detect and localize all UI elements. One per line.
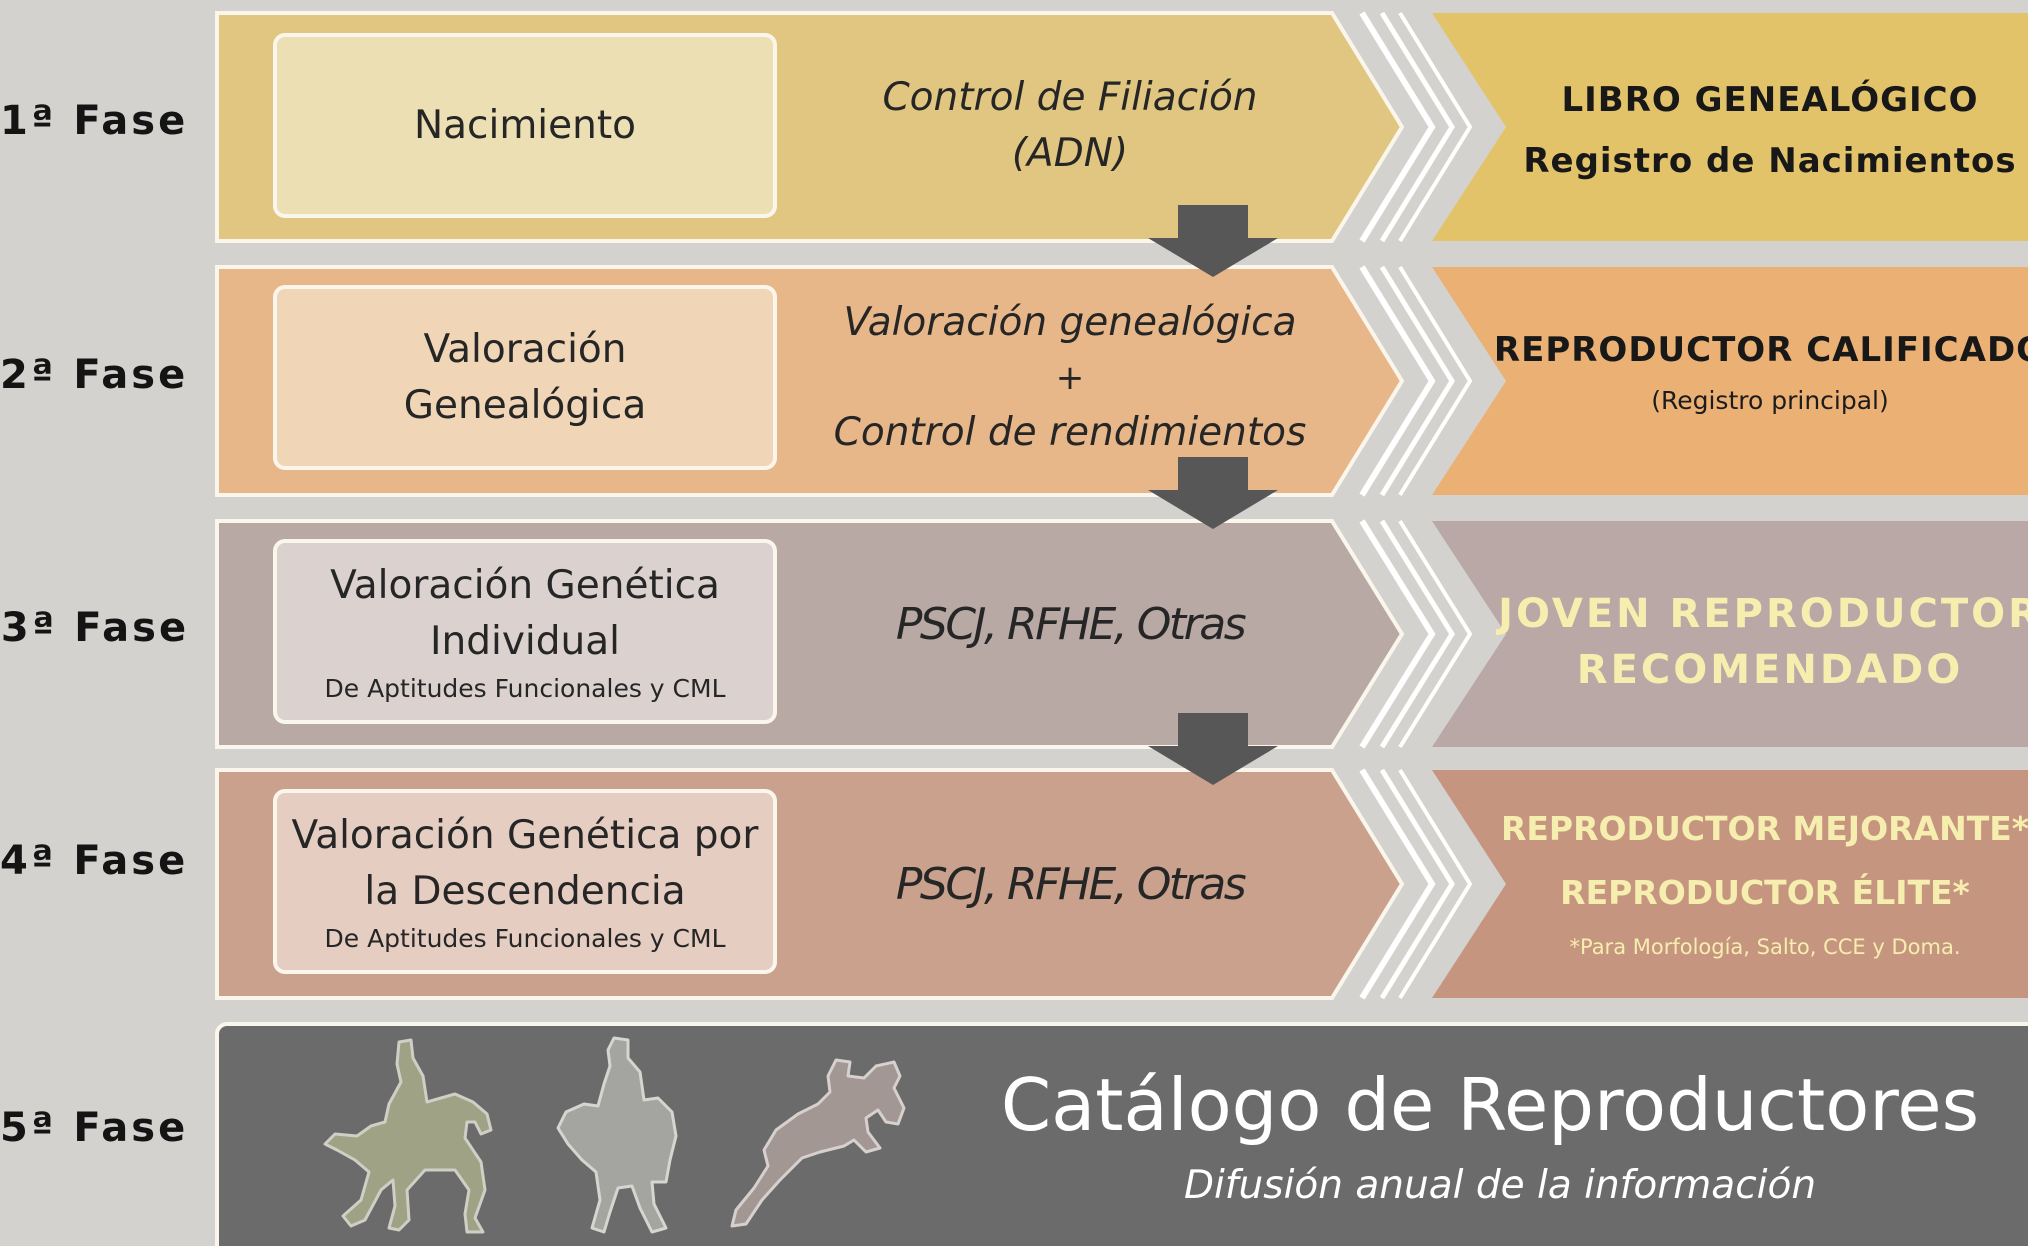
down-arrow-icon: [1148, 457, 1278, 529]
chevron-separator-icon: [1379, 768, 1455, 1000]
stage-box-valoracion-genetica-individual: Valoración Genética Individual De Aptitu…: [273, 539, 777, 724]
result-phase-2: REPRODUCTOR CALIFICADO (Registro princip…: [1450, 320, 2028, 421]
phase-3-label: 3ª Fase: [0, 605, 190, 651]
down-arrow-icon: [1148, 205, 1278, 277]
phase-4-result-band: [1432, 770, 2028, 998]
result-line: REPRODUCTOR ÉLITE*: [1560, 873, 1970, 912]
jumping-horse-icon: [730, 1058, 906, 1228]
phase-3-result-band: [1432, 521, 2028, 747]
chevron-separator-icon: [1379, 519, 1455, 749]
chevron-separator-icon: [1359, 265, 1436, 497]
catalog-title: Catálogo de Reproductores: [1000, 1063, 1980, 1147]
stage-title-line-1: Valoración Genética por: [291, 812, 759, 858]
method-line: Control de Filiación: [882, 75, 1258, 120]
stage-title-line-1: Valoración Genética: [330, 562, 720, 608]
stage-title: Nacimiento: [413, 102, 637, 148]
method-line: Control de rendimientos: [833, 410, 1307, 455]
chevron-separator-icon: [1398, 11, 1473, 243]
method-phase-2: Valoración genealógica + Control de rend…: [800, 295, 1340, 461]
chevron-separator-icon: [1359, 768, 1436, 1000]
result-line: REPRODUCTOR MEJORANTE*: [1500, 809, 2028, 848]
stage-title-line-2: Individual: [430, 618, 620, 664]
method-plus: +: [1055, 358, 1085, 398]
chevron-separator-icon: [1359, 519, 1436, 749]
method-line: PSCJ, RFHE, Otras: [895, 859, 1247, 910]
rider-horse-icon: [323, 1038, 493, 1234]
phase-2-label: 2ª Fase: [0, 352, 189, 398]
stage-box-nacimiento: Nacimiento: [273, 33, 777, 218]
result-phase-1: LIBRO GENEALÓGICO Registro de Nacimiento…: [1455, 70, 2028, 192]
chevron-separator-icon: [1398, 768, 1473, 1000]
phase-5-band: [215, 1022, 2028, 1246]
chevron-separator-icon: [1398, 519, 1473, 749]
stage-box-valoracion-genealogica: Valoración Genealógica: [273, 285, 777, 470]
method-line: Valoración genealógica: [843, 300, 1297, 345]
stage-title-line-2: Genealógica: [403, 382, 647, 428]
down-arrow-icon: [1148, 713, 1278, 785]
result-line: RECOMENDADO: [1576, 647, 1964, 693]
stage-title-line-1: Valoración: [423, 326, 627, 372]
phase-2-result-band: [1432, 267, 2028, 495]
result-note: *Para Morfología, Salto, CCE y Doma.: [1569, 935, 1961, 959]
result-line: LIBRO GENEALÓGICO: [1561, 80, 1979, 120]
stage-title-line-2: la Descendencia: [364, 868, 686, 914]
phase-1-label: 1ª Fase: [0, 98, 189, 144]
stage-subtitle: De Aptitudes Funcionales y CML: [324, 673, 726, 703]
result-phase-4: REPRODUCTOR MEJORANTE* REPRODUCTOR ÉLITE…: [1470, 797, 2028, 969]
method-phase-3: PSCJ, RFHE, Otras: [800, 595, 1340, 655]
stage-box-valoracion-genetica-descendencia: Valoración Genética por la Descendencia …: [273, 789, 777, 974]
result-note: (Registro principal): [1651, 386, 1889, 415]
chevron-separator-icon: [1379, 11, 1455, 243]
chevron-separator-icon: [1359, 11, 1436, 243]
method-line: PSCJ, RFHE, Otras: [895, 599, 1247, 650]
result-line: JOVEN REPRODUCTOR: [1498, 591, 2028, 637]
method-phase-4: PSCJ, RFHE, Otras: [800, 855, 1340, 915]
trotting-rider-icon: [556, 1036, 678, 1234]
result-line: REPRODUCTOR CALIFICADO: [1493, 330, 2028, 370]
result-phase-3: JOVEN REPRODUCTOR RECOMENDADO: [1470, 586, 2028, 698]
chevron-separator-icon: [1398, 265, 1473, 497]
result-line: Registro de Nacimientos: [1523, 141, 2017, 181]
phase-1-result-band: [1432, 13, 2028, 241]
catalog-subtitle: Difusión anual de la información: [1183, 1163, 1817, 1208]
method-line: (ADN): [1011, 131, 1129, 176]
phase-5-label: 5ª Fase: [0, 1105, 189, 1151]
stage-subtitle: De Aptitudes Funcionales y CML: [324, 923, 726, 953]
method-phase-1: Control de Filiación (ADN): [800, 70, 1340, 182]
phase-4-label: 4ª Fase: [0, 838, 189, 884]
chevron-separator-icon: [1379, 265, 1455, 497]
